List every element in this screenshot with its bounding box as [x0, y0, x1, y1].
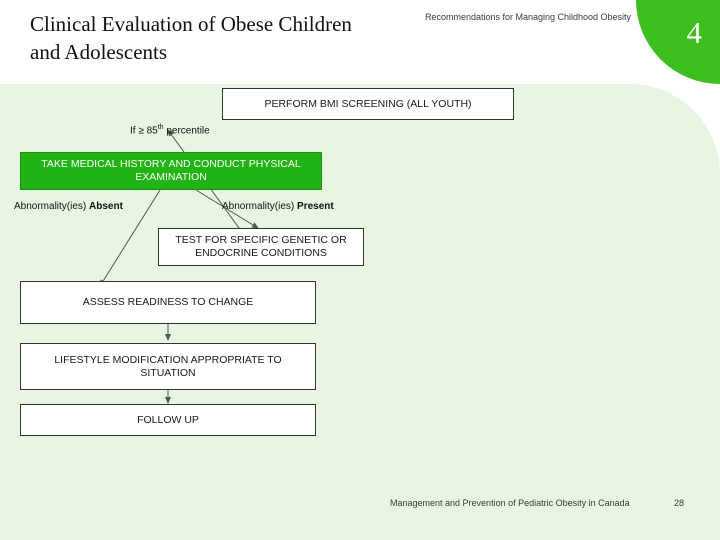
node-label: LIFESTYLE MODIFICATION APPROPRIATE TO SI…	[54, 353, 282, 379]
node-label: PERFORM BMI SCREENING (ALL YOUTH)	[264, 97, 472, 110]
slide-number: 4	[686, 15, 703, 50]
node-medical-history[interactable]: TAKE MEDICAL HISTORY AND CONDUCT PHYSICA…	[20, 152, 322, 190]
node-follow-up[interactable]: FOLLOW UP	[20, 404, 316, 436]
node-perform-bmi-screening[interactable]: PERFORM BMI SCREENING (ALL YOUTH)	[222, 88, 514, 120]
label-percentile: If ≥ 85th percentile	[130, 124, 210, 137]
page-title: Clinical Evaluation of Obese Children an…	[30, 12, 352, 64]
footer-page-number: 28	[674, 498, 685, 508]
label-abnormality-present: Abnormality(ies) Present	[222, 201, 334, 212]
node-label: TAKE MEDICAL HISTORY AND CONDUCT PHYSICA…	[41, 158, 301, 183]
node-label: FOLLOW UP	[137, 413, 199, 426]
node-genetic-endocrine-test[interactable]: TEST FOR SPECIFIC GENETIC OR ENDOCRINE C…	[158, 228, 364, 266]
node-lifestyle-modification[interactable]: LIFESTYLE MODIFICATION APPROPRIATE TO SI…	[20, 343, 316, 390]
node-label: ASSESS READINESS TO CHANGE	[82, 296, 254, 308]
node-label: TEST FOR SPECIFIC GENETIC OR ENDOCRINE C…	[175, 234, 347, 259]
node-assess-readiness[interactable]: ASSESS READINESS TO CHANGE	[20, 281, 316, 324]
header-band: Clinical Evaluation of Obese Children an…	[0, 0, 720, 84]
footer-source: Management and Prevention of Pediatric O…	[390, 498, 630, 508]
label-abnormality-absent: Abnormality(ies) Absent	[14, 201, 123, 212]
header-subtitle: Recommendations for Managing Childhood O…	[424, 12, 632, 22]
